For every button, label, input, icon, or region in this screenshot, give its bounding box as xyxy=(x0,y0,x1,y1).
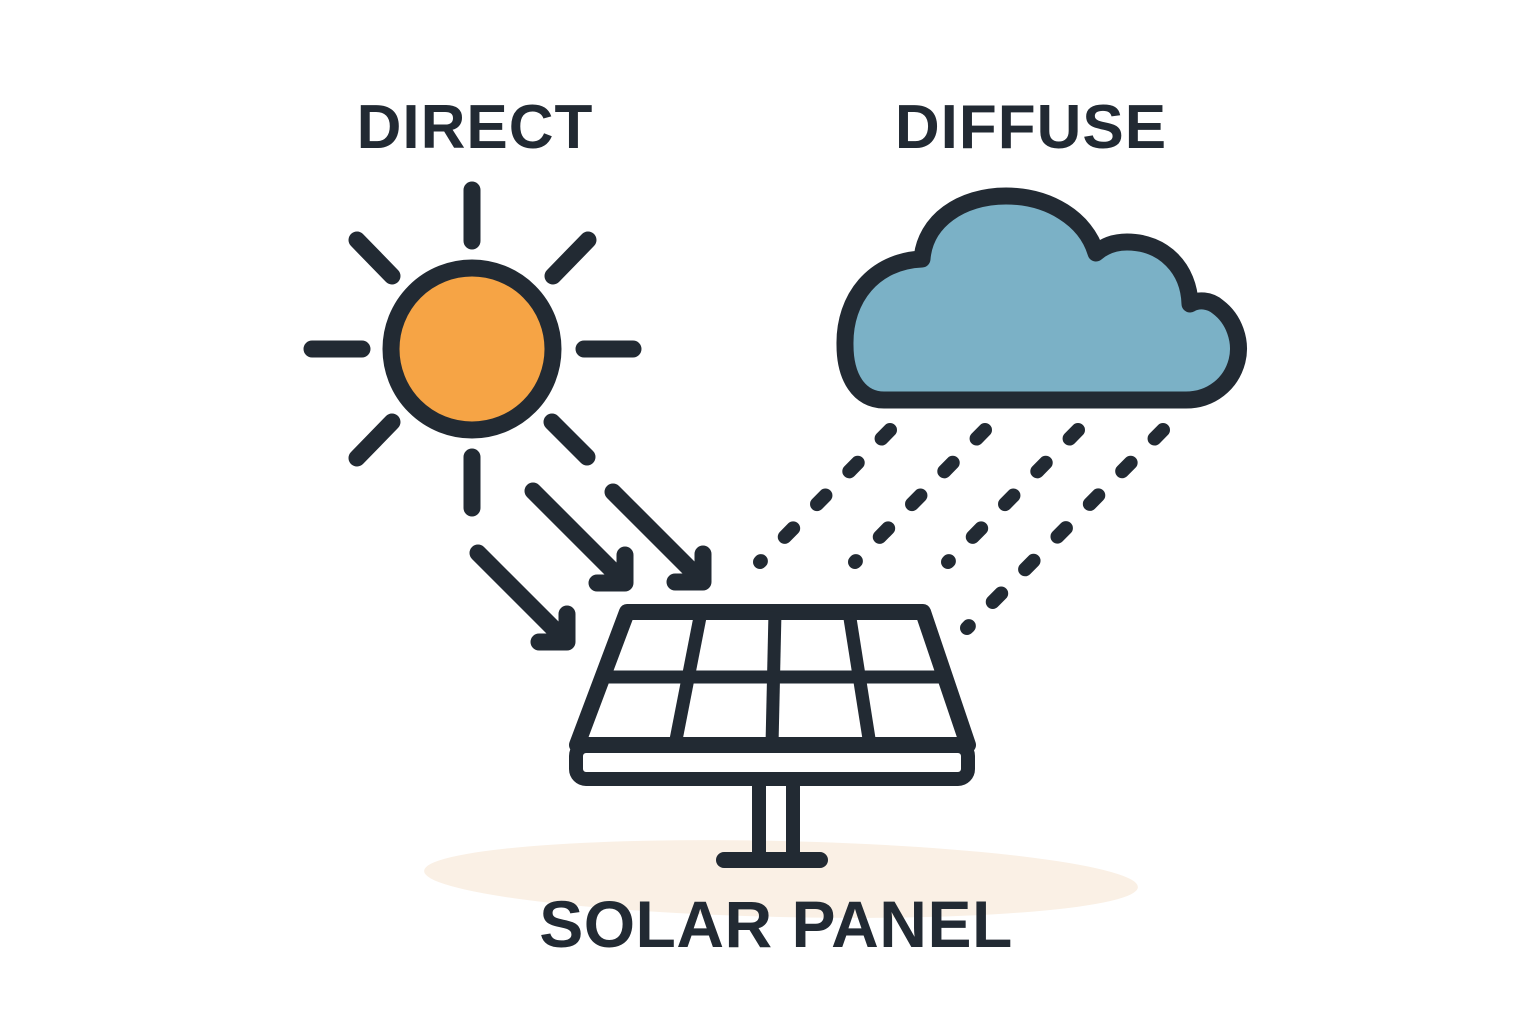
direct-arrow-1-shaft xyxy=(524,482,632,590)
sun-ray-se xyxy=(543,413,596,466)
sun-ray-sw xyxy=(348,413,401,467)
solar-panel-icon xyxy=(569,604,976,868)
direct-arrow-3 xyxy=(469,544,576,651)
panel-grid-col-divider-2 xyxy=(765,611,782,746)
solar-panel-label: SOLAR PANEL xyxy=(539,887,1013,961)
direct-arrow-1-head xyxy=(588,546,634,592)
direct-arrow-2 xyxy=(604,483,712,591)
diffuse-ray-2 xyxy=(848,423,992,569)
direct-arrow-1 xyxy=(524,482,634,592)
panel-grid-col-divider-1 xyxy=(668,610,708,747)
direct-beam-arrows xyxy=(469,482,712,651)
diffuse-dashed-rays xyxy=(753,423,1170,635)
direct-arrow-2-shaft xyxy=(604,483,710,589)
direct-arrow-3-head xyxy=(530,605,576,651)
diffuse-label: DIFFUSE xyxy=(894,93,1168,162)
panel-grid-lines xyxy=(603,610,945,747)
panel-stand xyxy=(716,779,828,868)
direct-arrow-3-shaft xyxy=(469,544,574,649)
ground-shadow-ellipse xyxy=(424,840,1138,918)
sun-ray-ne xyxy=(544,231,597,285)
diffuse-ray-4 xyxy=(960,423,1170,635)
diffuse-ray-1 xyxy=(753,423,897,569)
direct-arrow-2-head xyxy=(666,545,712,591)
direct-label: DIRECT xyxy=(356,93,594,162)
sun-ray-nw xyxy=(348,231,401,285)
diffuse-ray-3 xyxy=(941,423,1085,569)
sun-core xyxy=(382,259,562,439)
panel-frame-bar xyxy=(569,739,975,786)
cloud-icon xyxy=(836,187,1247,409)
panel-grid-col-divider-3 xyxy=(842,610,877,747)
cloud-shape xyxy=(836,187,1247,409)
sun-icon xyxy=(303,181,642,517)
